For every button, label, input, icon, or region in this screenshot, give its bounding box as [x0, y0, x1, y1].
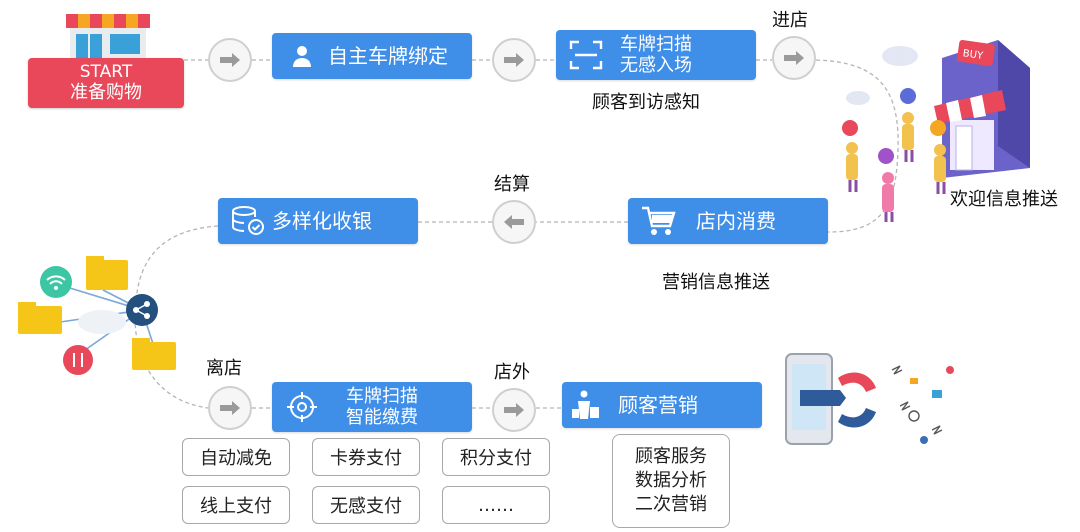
- step-scan-in-line2: 无感入场: [620, 55, 692, 76]
- phone-magnet-illustration: [782, 350, 972, 460]
- label-promo-push: 营销信息推送: [662, 272, 770, 293]
- label-welcome-push: 欢迎信息推送: [950, 189, 1058, 210]
- step-scan-out-line1: 车牌扫描: [346, 386, 418, 407]
- arrow-right-icon: [504, 53, 524, 67]
- storefront-icon: [64, 12, 152, 62]
- start-subtitle: 准备购物: [70, 82, 142, 103]
- person-icon: [293, 46, 311, 67]
- arrow-right-icon: [504, 403, 524, 417]
- scan-frame-icon: [569, 40, 603, 70]
- step-plate-bind-label: 自主车牌绑定: [328, 44, 448, 68]
- step-in-store: 店内消费: [628, 198, 828, 244]
- payment-option: 线上支付: [182, 486, 290, 524]
- payment-option: 卡券支付: [312, 438, 420, 476]
- service-item: 二次营销: [635, 494, 707, 515]
- step-plate-bind: 自主车牌绑定: [272, 33, 472, 79]
- label-outside-store: 店外: [494, 362, 530, 383]
- step-checkout: 多样化收银: [218, 198, 418, 244]
- shopping-bag-icon: [572, 390, 599, 419]
- step-scan-out-line2: 智能缴费: [346, 407, 418, 428]
- payment-option: 积分支付: [442, 438, 550, 476]
- label-settle: 结算: [494, 174, 530, 195]
- flow-arrow-2: [492, 38, 536, 82]
- shop-illustration: BUY: [830, 28, 1040, 228]
- payment-option: 自动减免: [182, 438, 290, 476]
- database-icon: [232, 206, 264, 235]
- shop-sign-text: BUY: [962, 48, 985, 62]
- flow-arrow-3: [772, 36, 816, 80]
- target-icon: [287, 392, 317, 422]
- flow-arrow-6: [492, 388, 536, 432]
- step-scan-out: 车牌扫描 智能缴费: [272, 382, 472, 432]
- label-visit-aware: 顾客到访感知: [592, 92, 700, 113]
- flow-arrow-5: [208, 386, 252, 430]
- arrow-right-icon: [220, 401, 240, 415]
- cart-icon: [642, 206, 676, 235]
- service-item: 顾客服务: [635, 446, 707, 467]
- step-scan-in-line1: 车牌扫描: [620, 34, 692, 55]
- flow-arrow-1: [208, 38, 252, 82]
- step-checkout-label: 多样化收银: [272, 209, 372, 233]
- step-in-store-label: 店内消费: [696, 209, 776, 233]
- step-marketing: 顾客营销: [562, 382, 762, 428]
- services-box: 顾客服务 数据分析 二次营销: [612, 434, 730, 528]
- step-scan-in: 车牌扫描 无感入场: [556, 30, 756, 80]
- label-leave-store: 离店: [206, 358, 242, 379]
- label-enter-store: 进店: [772, 10, 808, 31]
- step-marketing-label: 顾客营销: [618, 393, 698, 417]
- arrow-right-icon: [784, 51, 804, 65]
- network-cluster: [10, 250, 185, 380]
- start-title: START: [79, 62, 133, 82]
- payment-option: 无感支付: [312, 486, 420, 524]
- start-node: START 准备购物: [28, 58, 184, 108]
- arrow-right-icon: [220, 53, 240, 67]
- arrow-left-icon: [504, 215, 524, 229]
- service-item: 数据分析: [635, 470, 707, 491]
- payment-option: ……: [442, 486, 550, 524]
- flow-arrow-4: [492, 200, 536, 244]
